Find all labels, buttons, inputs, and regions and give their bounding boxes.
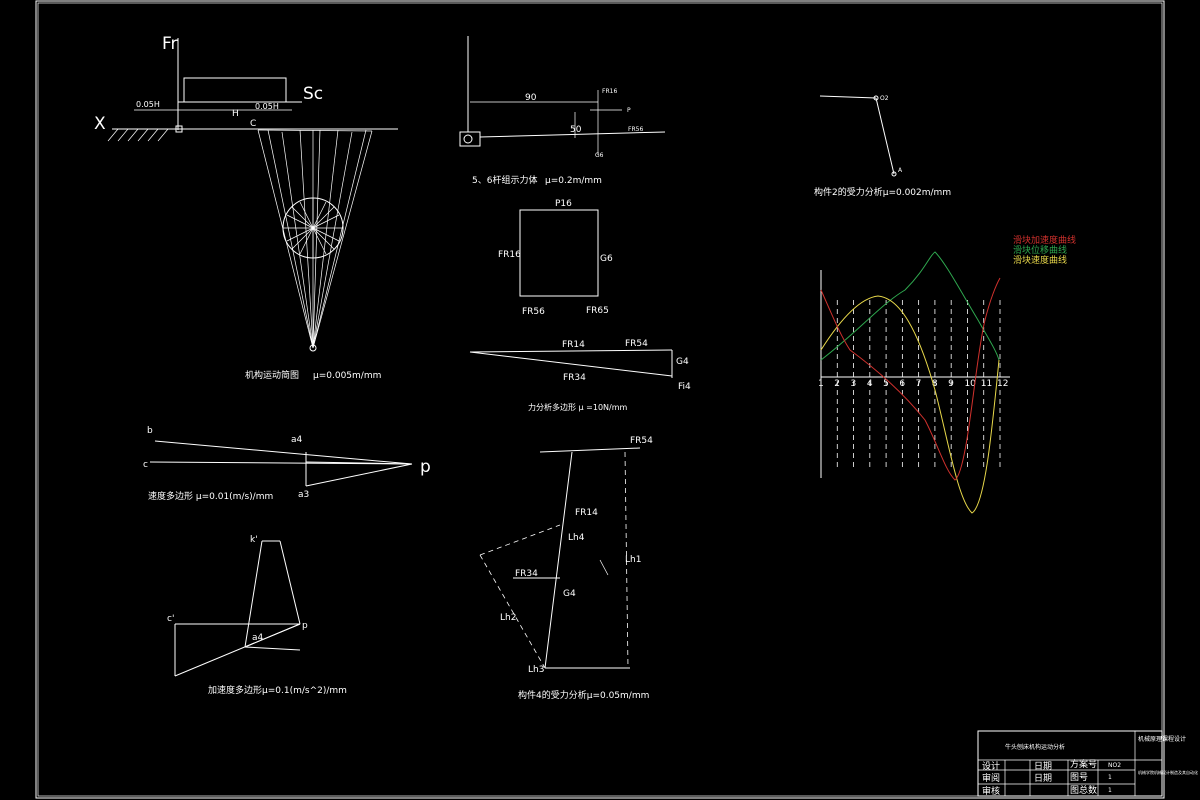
lbl-fr65: FR65 — [586, 306, 609, 316]
tb-dept: 机械学院机械设计制造及其自动化 — [1138, 769, 1198, 775]
lbl-fr56-small: FR56 — [628, 126, 643, 133]
force-square: P16 FR16 G6 FR56 FR65 — [498, 199, 613, 317]
link56-diagram: 90 50 FR16 P FR56 G6 5、6杆组示力体 μ=0.2m/mm — [459, 36, 666, 186]
left-stroke-dim: 0.05H — [136, 100, 160, 109]
lbl-g6: G6 — [600, 254, 613, 264]
link4-caption: 构件4的受力分析μ=0.05m/mm — [518, 689, 649, 701]
legend-displacement: 滑块位移曲线 — [1013, 244, 1067, 256]
tb-figure-val: 1 — [1108, 774, 1112, 781]
acc-c: c' — [167, 614, 174, 624]
tb-project: 牛头刨床机构运动分析 — [1005, 743, 1065, 751]
outer-frame — [35, 0, 1165, 799]
chart-x-tick-label: 8 — [932, 379, 938, 389]
acceleration-caption: 加速度多边形μ=0.1(m/s^2)/mm — [208, 684, 347, 696]
tb-date2: 日期 — [1034, 773, 1052, 784]
right-stroke-dim: 0.05H — [255, 102, 279, 111]
acceleration-curve — [820, 277, 1001, 481]
lbl-p-small: P — [627, 107, 631, 114]
stroke-h-label: H — [232, 109, 239, 119]
mechanism-caption: 机构运动简图 — [245, 369, 299, 381]
link4-fr34: FR34 — [515, 569, 538, 579]
link4-lh2: Lh2 — [500, 613, 516, 623]
vel-p: p — [420, 457, 431, 477]
velocity-polygon: b c a4 a3 p 速度多边形 μ=0.01(m/s)/mm — [143, 426, 431, 502]
chart-x-tick-label: 12 — [997, 379, 1008, 389]
link4-fr54: FR54 — [630, 436, 653, 446]
chart-x-tick-label: 1 — [818, 379, 824, 389]
tb-scheme-val: NO2 — [1108, 762, 1121, 769]
link4-lh3: Lh3 — [528, 665, 544, 675]
chart-x-tick-label: 5 — [883, 379, 889, 389]
tb-check: 审阅 — [982, 772, 1000, 784]
lbl-g6-small: G6 — [595, 152, 604, 159]
dim-90: 90 — [525, 93, 537, 103]
tb-design: 设计 — [982, 760, 1000, 772]
vel-a3: a3 — [298, 490, 309, 500]
legend-acceleration: 滑块加速度曲线 — [1013, 234, 1076, 246]
lbl-a: A — [898, 167, 903, 174]
force-axis-label: Fr — [162, 34, 178, 54]
x-axis-label: X — [94, 114, 106, 134]
chart-x-tick-label: 10 — [964, 379, 976, 389]
chart-x-tick-label: 3 — [851, 379, 857, 389]
acc-a4: a4 — [252, 633, 264, 643]
link2-caption: 构件2的受力分析μ=0.002m/mm — [814, 186, 951, 198]
tb-total-val: 1 — [1108, 787, 1112, 794]
chart-x-tick-label: 4 — [867, 379, 873, 389]
tb-approve: 审核 — [982, 785, 1000, 797]
chart-x-tick-label: 9 — [948, 379, 954, 389]
velocity-caption: 速度多边形 μ=0.01(m/s)/mm — [148, 490, 273, 502]
lbl-g4: G4 — [676, 357, 689, 367]
tb-scheme: 方案号 — [1070, 758, 1097, 770]
vel-b: b — [147, 426, 153, 436]
chart-x-tick-label: 6 — [899, 379, 905, 389]
vel-c: c — [143, 460, 148, 470]
vel-a4: a4 — [291, 435, 303, 445]
link4-g4: G4 — [563, 589, 576, 599]
force-polygon: FR14 FR54 FR34 G4 Fi4 力分析多边形 μ =10N/mm — [469, 339, 691, 412]
lbl-fr16-small: FR16 — [602, 88, 617, 95]
displacement-curve — [820, 251, 1000, 361]
tb-figure-no: 图号 — [1070, 772, 1088, 783]
lbl-fr56: FR56 — [522, 307, 545, 317]
chart-x-tick-label: 11 — [981, 379, 992, 389]
lbl-fr14: FR14 — [562, 340, 585, 350]
chart-x-tick-label: 7 — [916, 379, 922, 389]
dim-50: 50 — [570, 125, 582, 135]
inner-frame — [37, 2, 1163, 797]
lbl-fr54: FR54 — [625, 339, 648, 349]
lbl-fr34: FR34 — [563, 373, 586, 383]
link4-lh4: Lh4 — [568, 533, 585, 543]
lbl-fr16: FR16 — [498, 250, 521, 260]
mechanism-diagram: Fr Sc X 0.05H 0.05H H C — [94, 34, 398, 381]
acc-p: p — [302, 621, 308, 631]
link56-caption: 5、6杆组示力体 — [472, 174, 537, 186]
legend-velocity: 滑块速度曲线 — [1013, 254, 1067, 266]
force-polygon-caption: 力分析多边形 μ =10N/mm — [528, 402, 628, 412]
link2-diagram: O2 A 构件2的受力分析μ=0.002m/mm — [814, 95, 951, 198]
link4-lh1: Lh1 — [625, 555, 641, 565]
tb-total: 图总数 — [1070, 784, 1097, 796]
title-block: 牛头刨床机构运动分析 设计 审阅 审核 日期 日期 方案号 图号 图总数 NO2… — [977, 730, 1198, 797]
point-c-label: C — [250, 119, 256, 129]
velocity-curve — [820, 295, 1000, 514]
acceleration-polygon: k' c' a4 p 加速度多边形μ=0.1(m/s^2)/mm — [167, 535, 347, 696]
link4-fr14: FR14 — [575, 508, 598, 518]
link56-scale: μ=0.2m/mm — [545, 176, 602, 186]
chart-x-tick-label: 2 — [834, 379, 840, 389]
lbl-o2: O2 — [880, 95, 889, 102]
acc-k: k' — [250, 535, 258, 545]
tb-school: 机械原理课程设计 — [1138, 735, 1186, 743]
displacement-axis-label: Sc — [303, 84, 323, 104]
tb-date1: 日期 — [1034, 761, 1052, 772]
link4-diagram: FR54 FR14 FR34 G4 Lh1 Lh2 Lh3 Lh4 构件4的受力… — [479, 436, 653, 701]
mechanism-scale: μ=0.005m/mm — [313, 371, 381, 381]
lbl-fi4: Fi4 — [678, 382, 691, 392]
lbl-p16: P16 — [555, 199, 572, 209]
